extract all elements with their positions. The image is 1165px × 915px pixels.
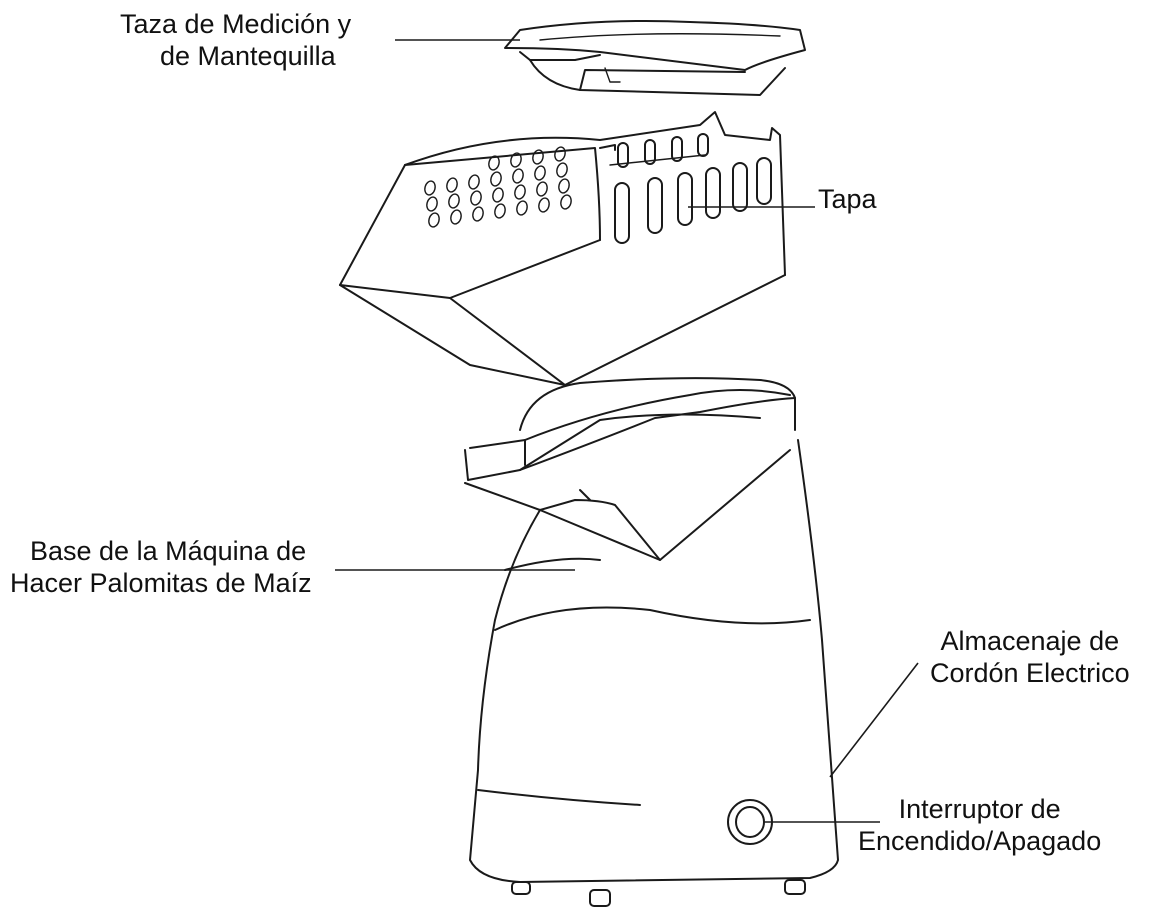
- vent-hole: [488, 155, 500, 171]
- vent-hole: [514, 184, 526, 200]
- vent-hole: [554, 146, 566, 162]
- lid-part: [339, 111, 786, 386]
- label-measuring-cup-line2: de Mantequilla: [160, 41, 336, 71]
- vent-hole: [450, 209, 462, 225]
- measuring-cup-part: [504, 20, 806, 96]
- vent-hole: [516, 200, 528, 216]
- vent-hole: [468, 174, 480, 190]
- label-cord-storage-line2: Cordón Electrico: [930, 658, 1130, 688]
- label-cord-storage: Almacenaje de Cordón Electrico: [930, 625, 1130, 689]
- label-base: Base de la Máquina de Hacer Palomitas de…: [10, 535, 312, 599]
- label-base-line1: Base de la Máquina de: [30, 536, 307, 566]
- vent-hole: [560, 194, 572, 210]
- label-measuring-cup: Taza de Medición y de Mantequilla: [120, 8, 351, 72]
- label-power-switch: Interruptor de Encendido/Apagado: [858, 793, 1101, 857]
- vent-hole: [424, 180, 436, 196]
- vent-hole: [532, 149, 544, 165]
- vent-hole: [538, 197, 550, 213]
- leader-cord-storage: [829, 662, 919, 778]
- vent-hole: [556, 162, 568, 178]
- label-lid: Tapa: [818, 183, 877, 215]
- vent-hole: [512, 168, 524, 184]
- label-base-line2: Hacer Palomitas de Maíz: [10, 568, 312, 598]
- vent-hole: [510, 152, 522, 168]
- label-lid-line1: Tapa: [818, 184, 877, 214]
- vent-hole: [536, 181, 548, 197]
- base-part: [464, 377, 839, 907]
- vent-hole: [492, 187, 504, 203]
- vent-hole: [448, 193, 460, 209]
- label-measuring-cup-line1: Taza de Medición y: [120, 9, 352, 39]
- label-power-switch-line2: Encendido/Apagado: [858, 826, 1102, 856]
- vent-hole: [426, 196, 438, 212]
- vent-hole: [428, 212, 440, 228]
- vent-hole: [558, 178, 570, 194]
- vent-hole: [490, 171, 502, 187]
- vent-hole: [470, 190, 482, 206]
- vent-hole: [494, 203, 506, 219]
- vent-hole: [534, 165, 546, 181]
- label-cord-storage-line1: Almacenaje de: [940, 626, 1120, 656]
- vent-hole: [472, 206, 484, 222]
- label-power-switch-line1: Interruptor de: [898, 794, 1061, 824]
- lid-vent-holes: [424, 146, 572, 228]
- vent-hole: [446, 177, 458, 193]
